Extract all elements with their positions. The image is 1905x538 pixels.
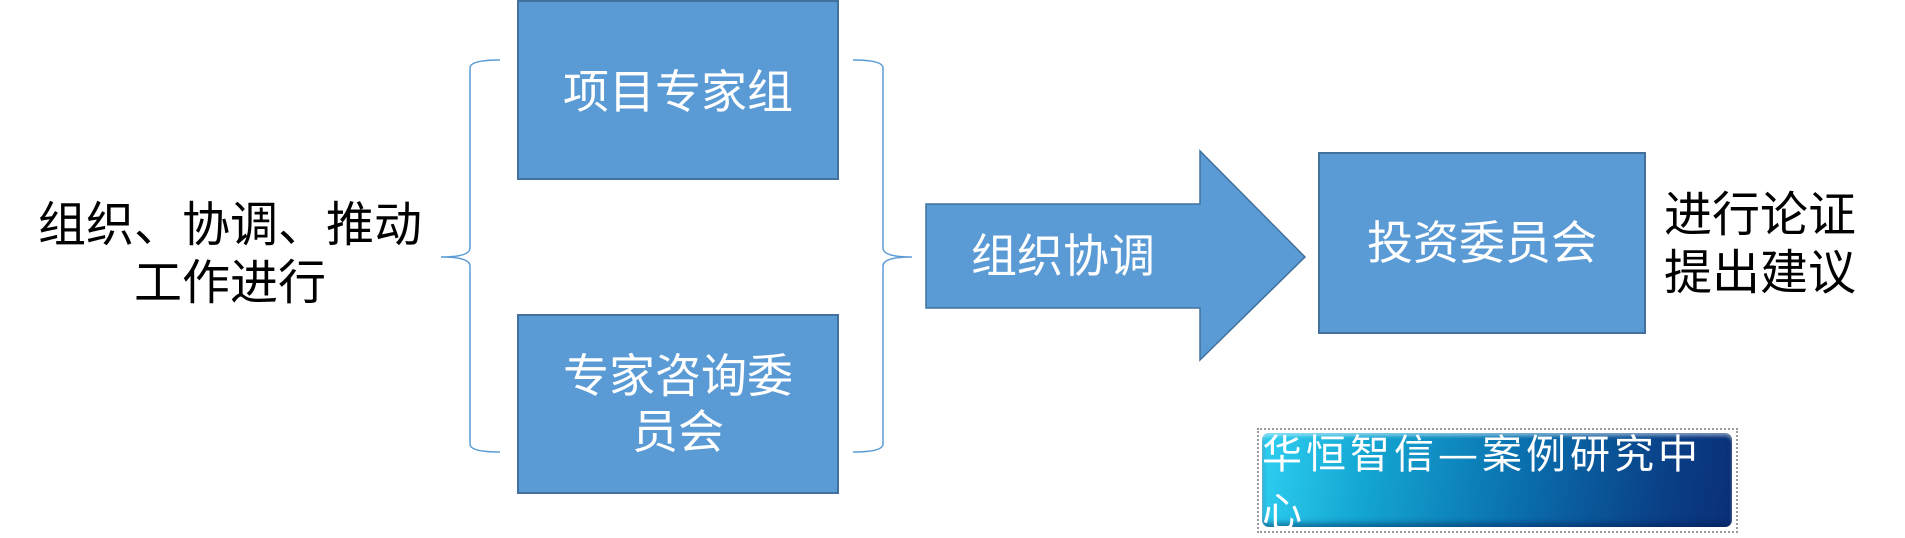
left-brace (440, 59, 501, 453)
project-expert-group-label: 项目专家组 (563, 65, 793, 119)
project-expert-group-box: 项目专家组 (517, 0, 839, 180)
right-label: 进行论证 提出建议 (1664, 186, 1884, 302)
expert-advisory-line1: 专家咨询委 (563, 349, 793, 403)
right-label-line2: 提出建议 (1664, 245, 1857, 301)
left-label: 组织、协调、推动 工作进行 (20, 196, 440, 312)
left-label-line2: 工作进行 (133, 255, 326, 311)
watermark-badge-text: 华恒智信—案例研究中心 (1262, 432, 1702, 536)
watermark-badge-button: 华恒智信—案例研究中心 (1262, 432, 1732, 536)
expert-advisory-line2: 员会 (632, 405, 724, 459)
expert-advisory-committee-box: 专家咨询委 员会 (517, 314, 839, 494)
watermark-badge: 华恒智信—案例研究中心 (1257, 428, 1738, 536)
investment-committee-box: 投资委员会 (1318, 152, 1646, 334)
left-label-line1: 组织、协调、推动 (37, 197, 422, 253)
arrow-label: 组织协调 (971, 229, 1155, 283)
flow-arrow (925, 149, 1307, 362)
right-label-line1: 进行论证 (1664, 187, 1857, 243)
investment-committee-label: 投资委员会 (1367, 216, 1597, 270)
right-brace (852, 59, 913, 453)
